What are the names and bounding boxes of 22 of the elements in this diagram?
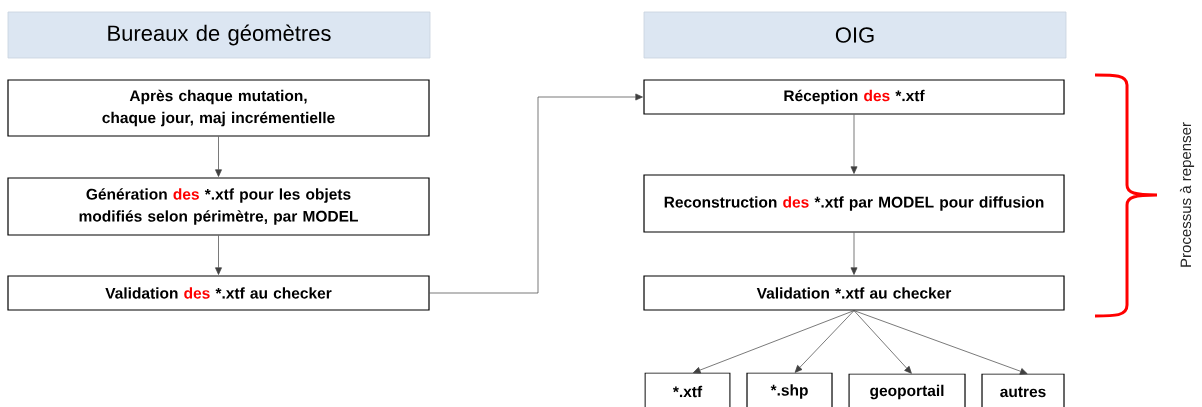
arrow: [692, 310, 855, 374]
arrow: [215, 235, 222, 275]
arrow: [794, 310, 855, 373]
output-box: autres: [981, 373, 1065, 407]
process-box: Après chaque mutation, chaque jour, maj incrémentielle: [7, 79, 430, 137]
output-box: *.shp: [746, 372, 833, 407]
arrow: [850, 232, 858, 275]
header-band: OIG: [643, 11, 1067, 59]
process-box: Reconstruction des *.xtf par MODEL pour diffusion: [643, 174, 1065, 233]
header-band: Bureaux de géomètres: [7, 11, 431, 59]
process-box: Génération des *.xtf pour les objets modifiés selon périmètre, par MODEL: [7, 177, 430, 236]
process-box: Réception des *.xtf: [643, 79, 1065, 115]
arrow: [853, 310, 912, 374]
arrow: [215, 136, 222, 177]
process-box: Validation des *.xtf au checker: [7, 275, 430, 311]
side-label: Processus à repenser: [1179, 122, 1195, 267]
arrow: [850, 114, 858, 174]
output-box: *.xtf: [644, 372, 731, 407]
process-box: Validation *.xtf au checker: [643, 275, 1065, 311]
output-box: geoportail: [848, 373, 966, 407]
arrow: [429, 93, 643, 294]
arrow: [853, 310, 1028, 375]
